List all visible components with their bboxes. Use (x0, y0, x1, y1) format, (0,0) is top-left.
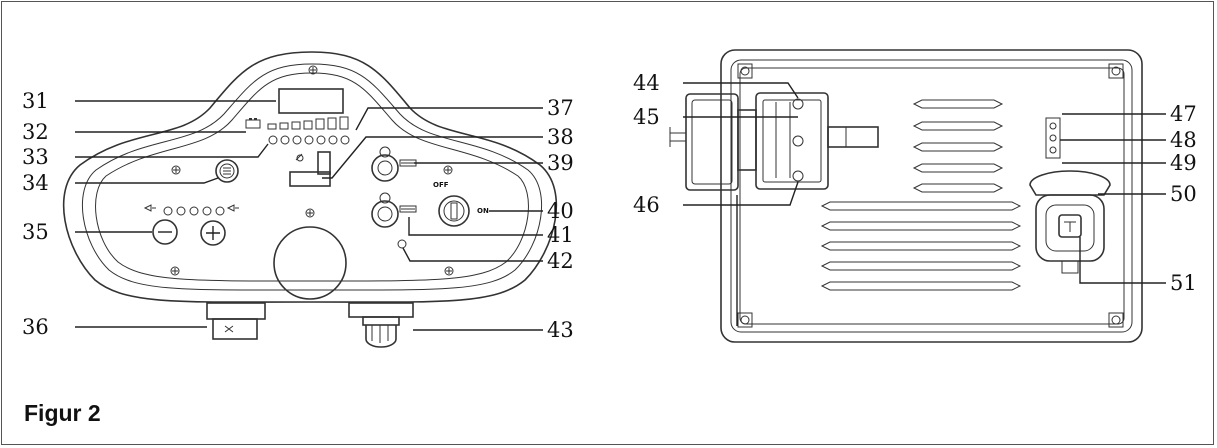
right-callout-numbers: 44 45 46 47 48 49 50 51 (633, 71, 1197, 295)
led-indicator-row (268, 135, 350, 145)
minus-button (152, 219, 178, 245)
plus-button (200, 220, 226, 246)
key-switch: OFF ON (433, 181, 489, 227)
battery-icon (245, 118, 261, 129)
battery-level-bars (267, 116, 349, 130)
callout-43: 43 (547, 318, 574, 342)
control-panel-inner-outline (81, 63, 543, 291)
screw-bottom-right (444, 266, 454, 276)
callout-41: 41 (547, 223, 574, 247)
screw-right (443, 165, 453, 175)
usb-socket-upper (371, 146, 417, 182)
callout-51: 51 (1170, 271, 1197, 295)
vent-slots-upper (912, 99, 1004, 193)
callout-42: 42 (547, 249, 574, 273)
callout-39: 39 (547, 151, 574, 175)
battery-box-drawing (669, 49, 1143, 343)
callout-46: 46 (633, 193, 660, 217)
screw-bottom-left (170, 266, 180, 276)
callout-38: 38 (547, 125, 574, 149)
off-label: OFF (433, 181, 449, 189)
center-opening (273, 226, 347, 300)
callout-40: 40 (547, 199, 574, 223)
callout-50: 50 (1170, 182, 1197, 206)
vent-slots-lower (820, 201, 1022, 291)
callout-49: 49 (1170, 151, 1197, 175)
callout-34: 34 (22, 171, 49, 195)
speed-indicators (143, 204, 239, 216)
display-screen (278, 88, 344, 114)
corner-screw-br (1108, 312, 1124, 328)
toggle-switch (289, 151, 331, 187)
callout-32: 32 (22, 120, 49, 144)
figure-caption: Figur 2 (24, 400, 101, 426)
callout-36: 36 (22, 315, 49, 339)
charging-socket (1029, 170, 1111, 274)
screw-center (305, 208, 315, 218)
indicator-led (397, 239, 407, 249)
callout-47: 47 (1170, 102, 1197, 126)
callout-31: 31 (22, 89, 49, 113)
callout-48: 48 (1170, 128, 1197, 152)
callout-45: 45 (633, 105, 660, 129)
hinged-cover (669, 92, 879, 191)
connector-36 (206, 302, 266, 340)
mode-button (215, 159, 239, 183)
control-panel-housing (62, 51, 558, 303)
corner-screw-tr (1108, 63, 1124, 79)
screw-top (308, 65, 318, 75)
corner-screw-tl (737, 63, 753, 79)
callout-33: 33 (22, 145, 49, 169)
battery-box-outer (720, 49, 1143, 343)
left-callout-numbers: 31 32 33 34 35 36 37 38 39 40 41 42 43 (22, 89, 574, 342)
corner-screw-bl (737, 312, 753, 328)
screw-left (171, 165, 181, 175)
left-callout-lines (75, 100, 543, 331)
usb-socket-lower (371, 192, 417, 228)
on-label: ON (477, 207, 489, 215)
callout-37: 37 (547, 96, 574, 120)
connector-43 (348, 302, 414, 348)
indicator-stack (1045, 117, 1061, 159)
right-callout-lines (683, 82, 1166, 326)
callout-35: 35 (22, 220, 49, 244)
control-panel-drawing: OFF ON (62, 51, 558, 348)
callout-44: 44 (633, 71, 660, 95)
